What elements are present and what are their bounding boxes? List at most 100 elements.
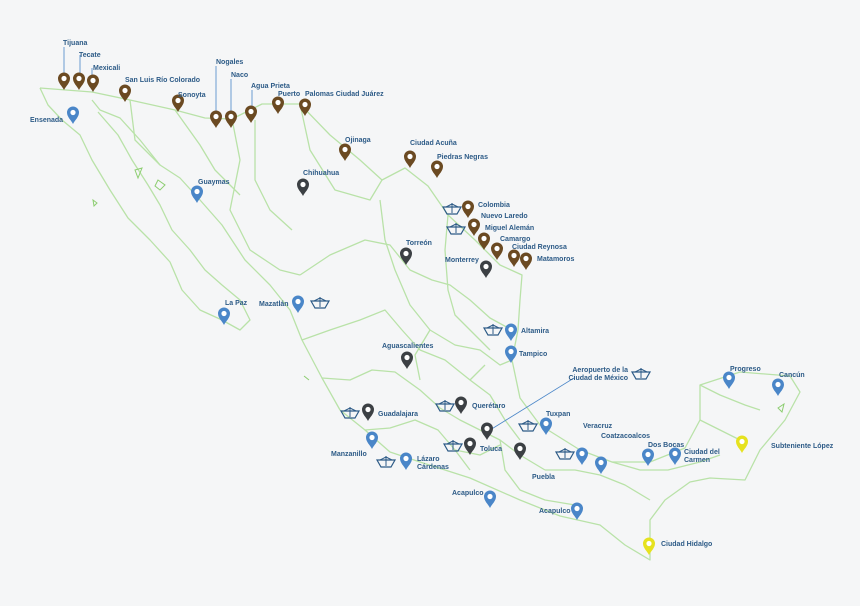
label-ojinaga: Ojinaga <box>345 137 371 144</box>
pin-ciudad-hidalgo-map-pin-icon[interactable] <box>643 537 655 556</box>
pin-camargo-map-pin-icon[interactable] <box>491 242 503 261</box>
label-guaymas: Guaymas <box>198 179 230 186</box>
label-puebla: Puebla <box>532 474 555 481</box>
ship-icon <box>443 439 463 452</box>
pin-colombia-map-pin-icon[interactable] <box>462 200 474 219</box>
pin-ensenada-map-pin-icon[interactable] <box>67 106 79 125</box>
pin-reynosa-map-pin-icon[interactable] <box>508 249 520 268</box>
label-subteniente-lopez: Subteniente López <box>771 443 834 450</box>
pin-puebla-map-pin-icon[interactable] <box>514 442 526 461</box>
label-veracruz: Veracruz <box>583 423 613 430</box>
label-coatzacoalcos: Coatzacoalcos <box>601 433 651 440</box>
label-torreon: Torreón <box>406 240 432 247</box>
pin-acapulco-oaxaca-map-pin-icon[interactable] <box>571 502 583 521</box>
pin-sonoyta-map-pin-icon[interactable] <box>172 94 184 113</box>
pin-ojinaga-map-pin-icon[interactable] <box>339 143 351 162</box>
pin-tuxpan-map-pin-icon[interactable] <box>540 417 552 436</box>
label-matamoros: Matamoros <box>537 256 575 263</box>
pin-la-paz-map-pin-icon[interactable] <box>218 307 230 326</box>
pin-piedras-negras-map-pin-icon[interactable] <box>431 160 443 179</box>
label-san-luis: San Luis Río Colorado <box>125 77 201 84</box>
pin-mexicali-map-pin-icon[interactable] <box>87 74 99 93</box>
label-cancun: Cancún <box>779 372 805 379</box>
pin-acuna-map-pin-icon[interactable] <box>404 150 416 169</box>
pin-guaymas-map-pin-icon[interactable] <box>191 185 203 204</box>
pin-tampico-map-pin-icon[interactable] <box>505 345 517 364</box>
pin-agua-prieta-map-pin-icon[interactable] <box>245 105 257 124</box>
pin-altamira-map-pin-icon[interactable] <box>505 323 517 342</box>
ship-icon <box>376 455 396 468</box>
label-miguel-aleman: Miguel Alemán <box>485 225 535 232</box>
label-tijuana: Tijuana <box>63 40 88 47</box>
country-outline <box>39 87 801 561</box>
pin-miguel-aleman-map-pin-icon[interactable] <box>478 232 490 251</box>
label-progreso: Progreso <box>730 366 761 373</box>
ship-icon <box>435 399 455 412</box>
pin-monterrey-map-pin-icon[interactable] <box>480 260 492 279</box>
label-mexicali: Mexicali <box>93 65 121 72</box>
label-puerto: Puerto <box>278 91 301 98</box>
ship-icon <box>631 367 651 380</box>
islands <box>92 167 785 413</box>
pin-aeropuerto-map-pin-icon[interactable] <box>481 422 493 441</box>
pin-subteniente-lopez-map-pin-icon[interactable] <box>736 435 748 454</box>
pin-guadalajara-map-pin-icon[interactable] <box>362 403 374 422</box>
label-monterrey: Monterrey <box>445 257 479 264</box>
pin-nuevo-laredo-map-pin-icon[interactable] <box>468 218 480 237</box>
pin-ciudad-del-carmen-map-pin-icon[interactable] <box>669 447 681 466</box>
label-naco: Naco <box>231 72 249 79</box>
pin-chihuahua-map-pin-icon[interactable] <box>297 178 309 197</box>
label-queretaro: Querétaro <box>472 403 506 410</box>
label-guadalajara: Guadalajara <box>378 411 419 418</box>
pin-coatzacoalcos-map-pin-icon[interactable] <box>595 456 607 475</box>
pin-veracruz-map-pin-icon[interactable] <box>576 447 588 466</box>
label-dos-bocas: Dos Bocas <box>648 442 685 449</box>
label-palomas: Palomas Ciudad Juárez <box>305 91 384 98</box>
label-acapulco-oaxaca: Acapulco <box>539 508 571 515</box>
label-piedras-negras: Piedras Negras <box>437 154 488 161</box>
pin-palomas-map-pin-icon[interactable] <box>299 98 311 117</box>
pin-cancun-map-pin-icon[interactable] <box>772 378 784 397</box>
pin-mazatlan-map-pin-icon[interactable] <box>292 295 304 314</box>
label-tampico: Tampico <box>519 351 548 358</box>
pin-naco-map-pin-icon[interactable] <box>225 110 237 129</box>
pin-aguascalientes-map-pin-icon[interactable] <box>401 351 413 370</box>
label-lazaro-cardenas: Lázaro Cárdenas <box>417 456 449 471</box>
label-manzanillo: Manzanillo <box>331 451 367 458</box>
leader-lines <box>63 47 575 431</box>
pin-dos-bocas-map-pin-icon[interactable] <box>642 448 654 467</box>
pin-manzanillo-map-pin-icon[interactable] <box>366 431 378 450</box>
ship-icon <box>483 323 503 336</box>
label-agua-prieta: Agua Prieta <box>251 83 290 90</box>
label-tecate: Tecate <box>79 52 101 59</box>
pins <box>58 72 784 556</box>
pin-tijuana-map-pin-icon[interactable] <box>58 72 70 91</box>
label-ensenada: Ensenada <box>30 117 64 124</box>
label-aguascalientes: Aguascalientes <box>382 343 434 350</box>
pin-toluca-map-pin-icon[interactable] <box>464 437 476 456</box>
pin-queretaro-map-pin-icon[interactable] <box>455 396 467 415</box>
label-nuevo-laredo: Nuevo Laredo <box>481 213 528 220</box>
label-colombia: Colombia <box>478 202 510 209</box>
pin-matamoros-map-pin-icon[interactable] <box>520 252 532 271</box>
pin-progreso-map-pin-icon[interactable] <box>723 371 735 390</box>
label-tuxpan: Tuxpan <box>546 411 571 418</box>
ship-icon <box>518 419 538 432</box>
ship-icon <box>555 447 575 460</box>
pin-acapulco-guerrero-map-pin-icon[interactable] <box>484 490 496 509</box>
label-altamira: Altamira <box>521 328 550 335</box>
pin-puerto-map-pin-icon[interactable] <box>272 96 284 115</box>
label-mazatlan: Mazatlán <box>259 301 289 308</box>
label-ciudad-del-carmen: Ciudad del Carmen <box>684 449 720 464</box>
label-reynosa: Ciudad Reynosa <box>512 244 567 251</box>
pin-lazaro-cardenas-map-pin-icon[interactable] <box>400 452 412 471</box>
label-la-paz: La Paz <box>225 300 248 307</box>
label-ciudad-hidalgo: Ciudad Hidalgo <box>661 541 713 548</box>
label-toluca: Toluca <box>480 446 503 453</box>
pin-san-luis-map-pin-icon[interactable] <box>119 84 131 103</box>
label-nogales: Nogales <box>216 59 244 66</box>
pin-torreon-map-pin-icon[interactable] <box>400 247 412 266</box>
pin-nogales-map-pin-icon[interactable] <box>210 110 222 129</box>
pin-tecate-map-pin-icon[interactable] <box>73 72 85 91</box>
